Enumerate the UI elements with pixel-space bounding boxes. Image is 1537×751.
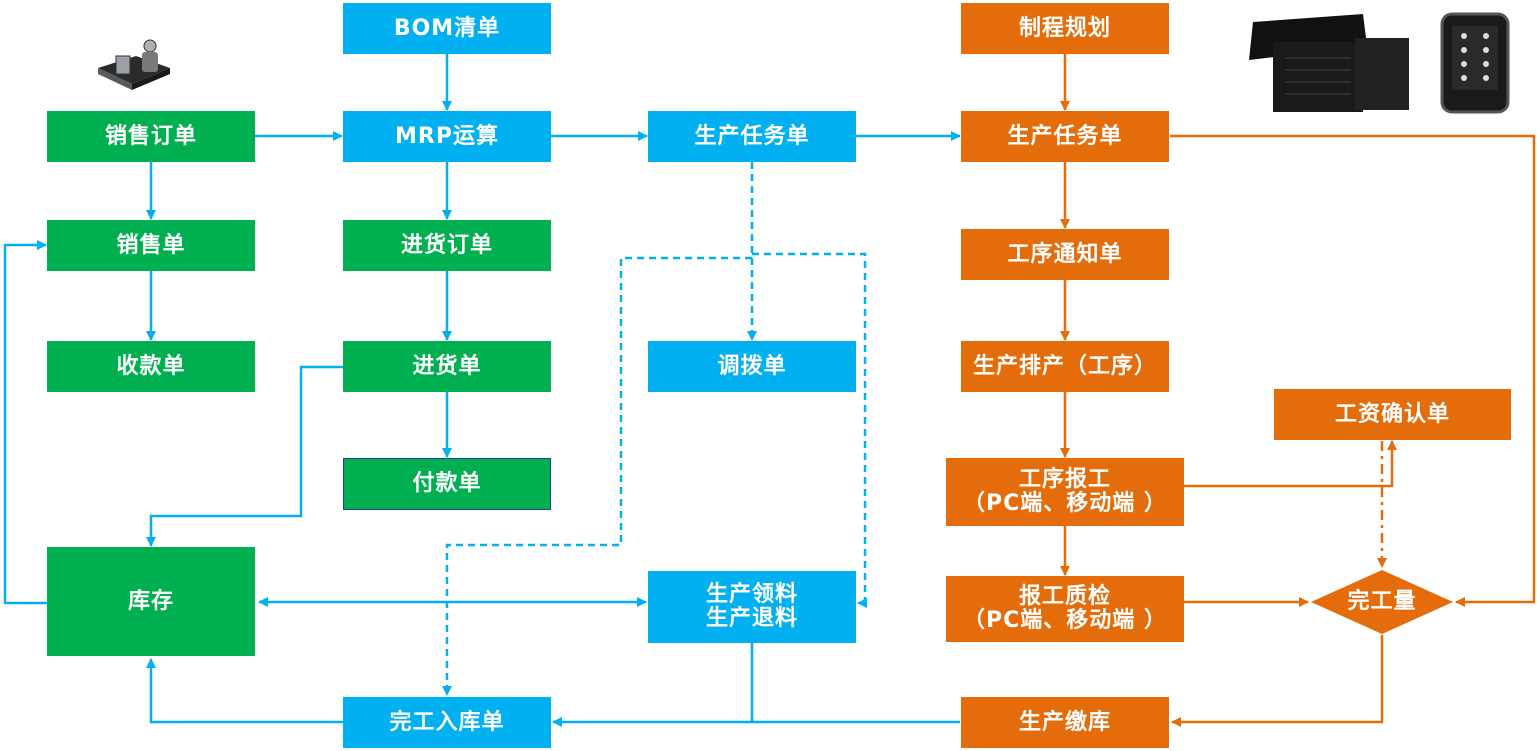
node-finish-in: 完工入库单 xyxy=(343,697,551,748)
edge-report-wage xyxy=(1184,440,1397,488)
node-inventory: 库存 xyxy=(47,547,255,656)
node-receipt: 收款单 xyxy=(47,341,255,392)
node-sales-order: 销售订单 xyxy=(47,111,255,162)
node-prod-task-blue: 生产任务单 xyxy=(648,111,856,162)
edge-inventory-sales xyxy=(3,240,47,605)
edge-prodtask-completed xyxy=(1170,134,1536,607)
node-purchase-order: 进货订单 xyxy=(343,220,551,271)
node-payment: 付款单 xyxy=(343,458,551,510)
edge-prodtask-material-dashed xyxy=(752,252,867,608)
edge-finishin-inventory xyxy=(146,658,343,724)
node-bom: BOM清单 xyxy=(343,3,551,54)
edge-prodtask-finishin-dashed xyxy=(442,256,752,696)
edge-purchase-inventory xyxy=(146,365,343,547)
node-completed-qty: 完工量 xyxy=(1347,589,1417,614)
node-wage-confirm: 工资确认单 xyxy=(1274,389,1511,440)
edge-completed-prodstore xyxy=(1171,635,1384,727)
node-purchase: 进货单 xyxy=(343,341,551,392)
node-schedule: 生产排产（工序） xyxy=(961,341,1169,392)
node-prod-task-orange: 生产任务单 xyxy=(961,111,1169,162)
node-report: 工序报工 （PC端、移动端 ） xyxy=(946,458,1184,526)
node-process-notice: 工序通知单 xyxy=(961,229,1169,280)
node-transfer: 调拨单 xyxy=(648,341,856,392)
mobile-device-icon xyxy=(1440,12,1510,114)
node-sales: 销售单 xyxy=(47,220,255,271)
node-mrp: MRP运算 xyxy=(343,111,551,162)
completed-qty-diamond xyxy=(1311,570,1453,634)
node-process-plan: 制程规划 xyxy=(961,3,1169,54)
node-qc: 报工质检 （PC端、移动端 ） xyxy=(946,576,1184,642)
node-prod-store: 生产缴库 xyxy=(961,697,1169,748)
workstation-device-icon xyxy=(1249,14,1409,112)
node-material: 生产领料 生产退料 xyxy=(648,571,856,643)
order-computer-icon xyxy=(98,39,170,90)
